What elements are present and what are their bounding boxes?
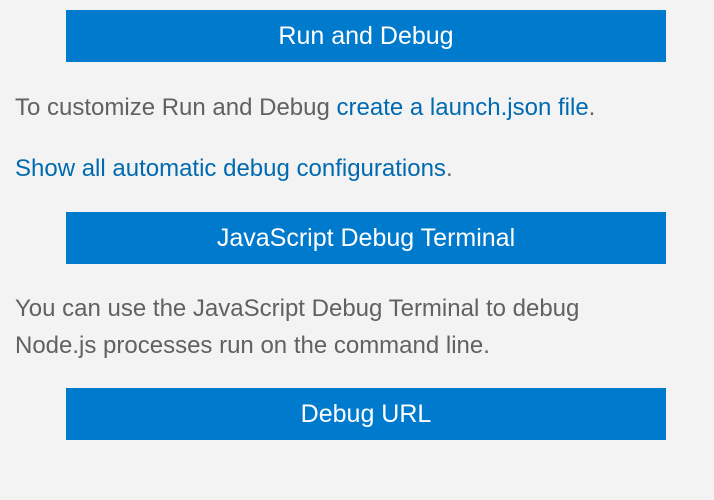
- terminal-hint: You can use the JavaScript Debug Termina…: [15, 290, 695, 364]
- create-launch-json-link[interactable]: create a launch.json file: [336, 94, 589, 121]
- customize-hint-prefix: To customize Run and Debug: [15, 94, 337, 121]
- customize-hint-suffix: .: [588, 94, 596, 121]
- show-configurations-hint: Show all automatic debug configurations.: [15, 150, 705, 187]
- terminal-hint-line1: You can use the JavaScript Debug Termina…: [15, 295, 580, 322]
- javascript-debug-terminal-button[interactable]: JavaScript Debug Terminal: [66, 212, 666, 264]
- customize-hint: To customize Run and Debug create a laun…: [15, 89, 705, 126]
- terminal-hint-line2: Node.js processes run on the command lin…: [15, 332, 490, 359]
- run-and-debug-button[interactable]: Run and Debug: [66, 10, 666, 62]
- show-configurations-suffix: .: [445, 155, 453, 182]
- debug-url-button[interactable]: Debug URL: [66, 388, 666, 440]
- show-all-debug-configurations-link[interactable]: Show all automatic debug configurations: [15, 155, 446, 182]
